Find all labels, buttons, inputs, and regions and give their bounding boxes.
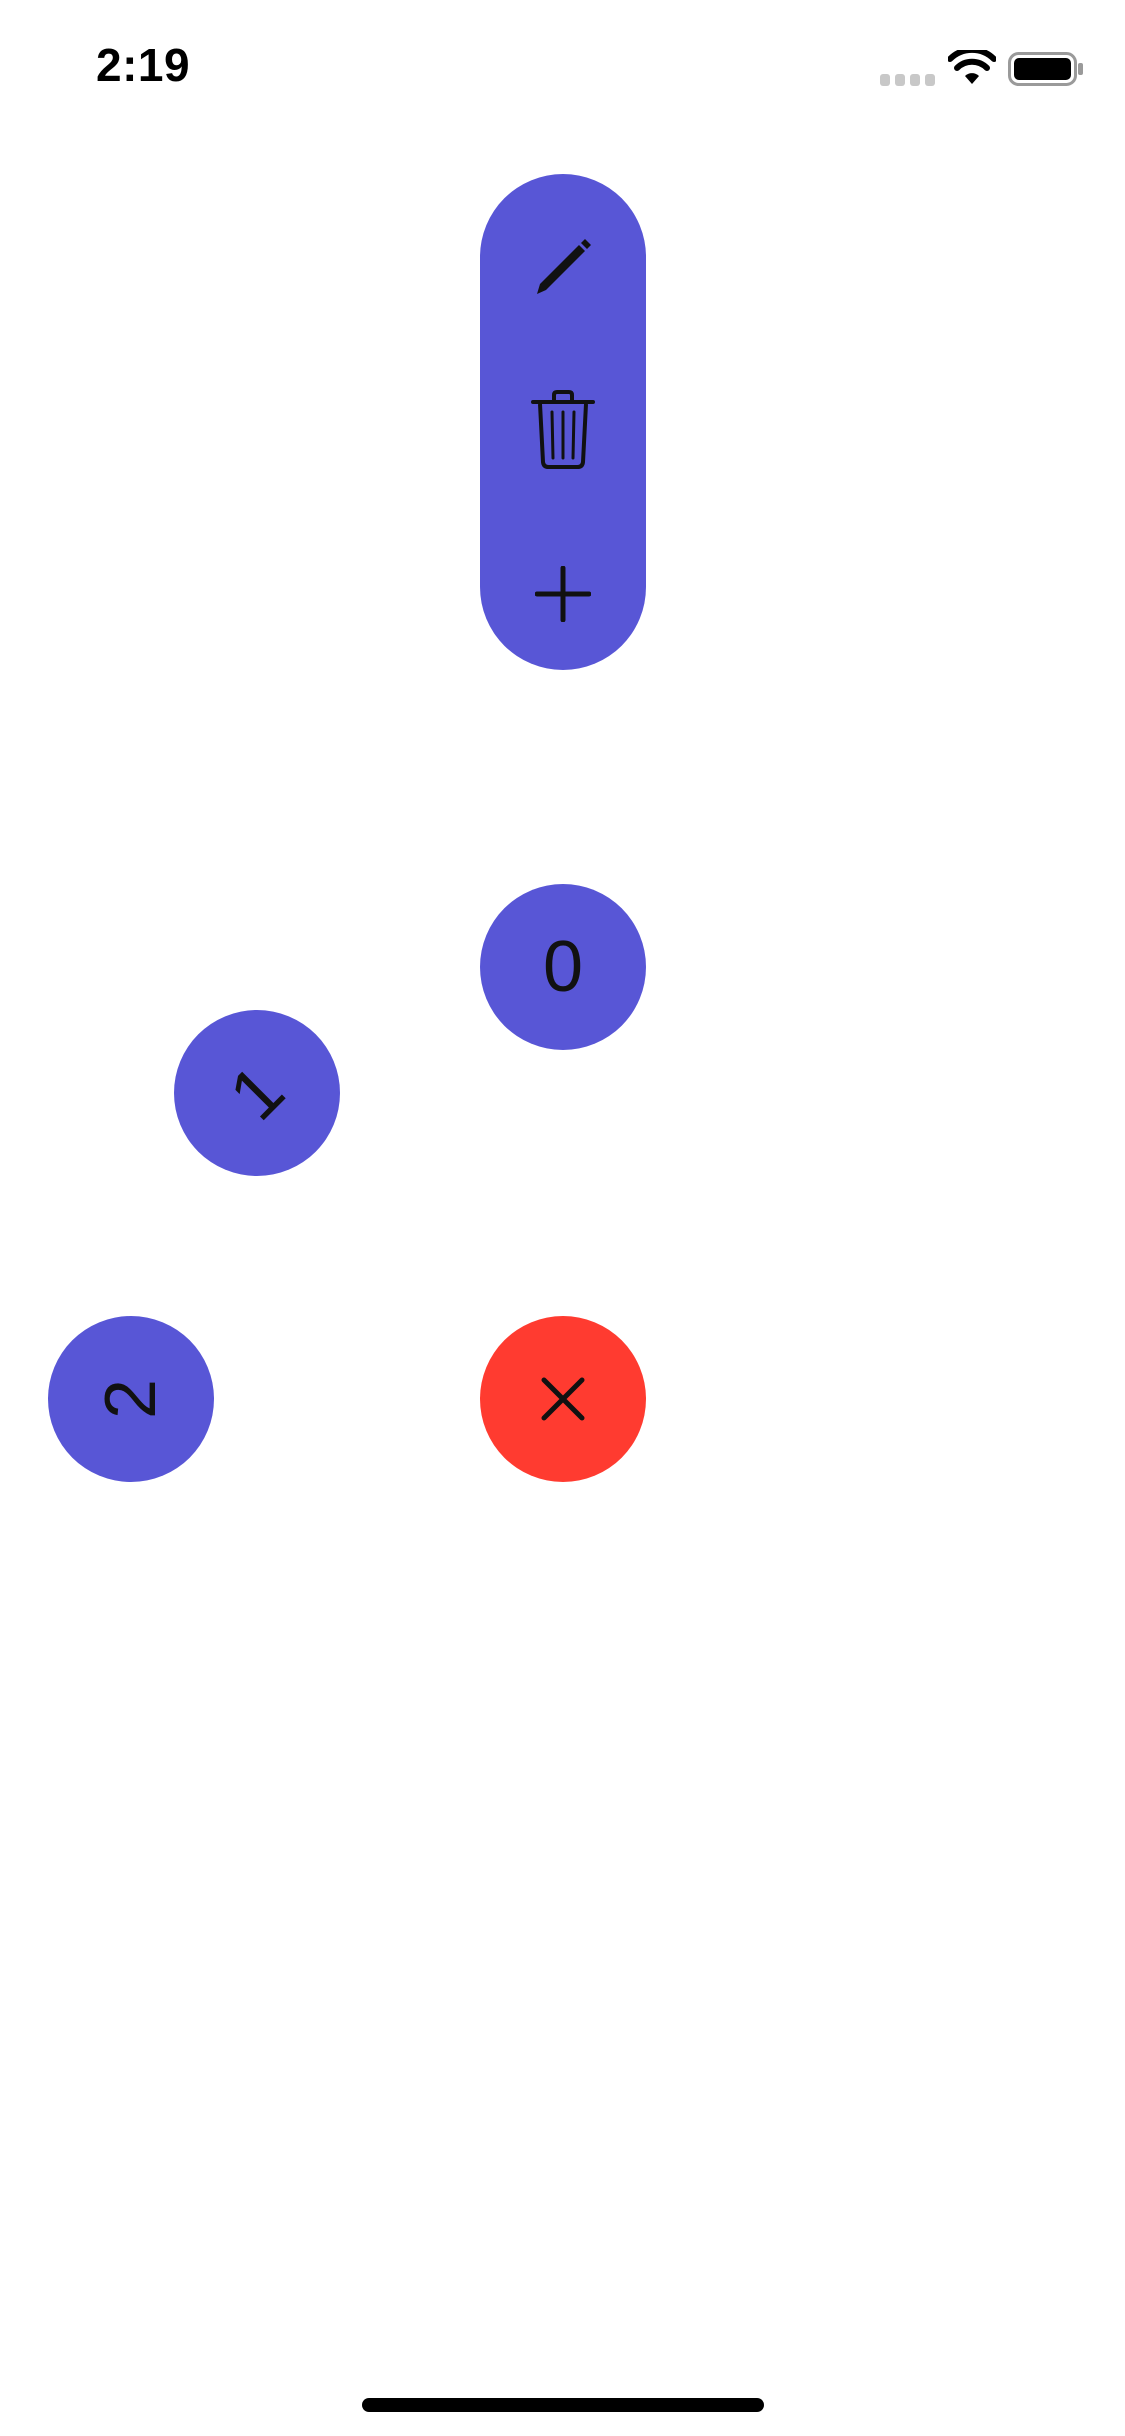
dial-button-2-label: 2 [90, 1378, 171, 1420]
plus-icon [535, 566, 591, 622]
trash-icon [531, 390, 595, 469]
dial-button-2[interactable]: 2 [48, 1316, 214, 1482]
status-bar: 2:19 [0, 0, 1125, 140]
dial-button-1[interactable]: 1 [174, 1010, 340, 1176]
close-button[interactable] [480, 1316, 646, 1482]
close-icon [541, 1377, 585, 1421]
wifi-icon [948, 50, 996, 84]
home-indicator[interactable] [362, 2398, 764, 2412]
status-time: 2:19 [96, 39, 191, 91]
pencil-icon [537, 239, 591, 294]
delete-button[interactable] [480, 360, 646, 500]
dial-button-0[interactable]: 0 [480, 884, 646, 1050]
add-button[interactable] [480, 524, 646, 664]
dial-button-0-label: 0 [542, 927, 584, 1007]
action-menu [480, 174, 646, 670]
battery-icon [1008, 52, 1083, 86]
edit-button[interactable] [480, 196, 646, 336]
cellular-signal-icon [880, 74, 936, 86]
dial-button-1-label: 1 [214, 1050, 300, 1136]
